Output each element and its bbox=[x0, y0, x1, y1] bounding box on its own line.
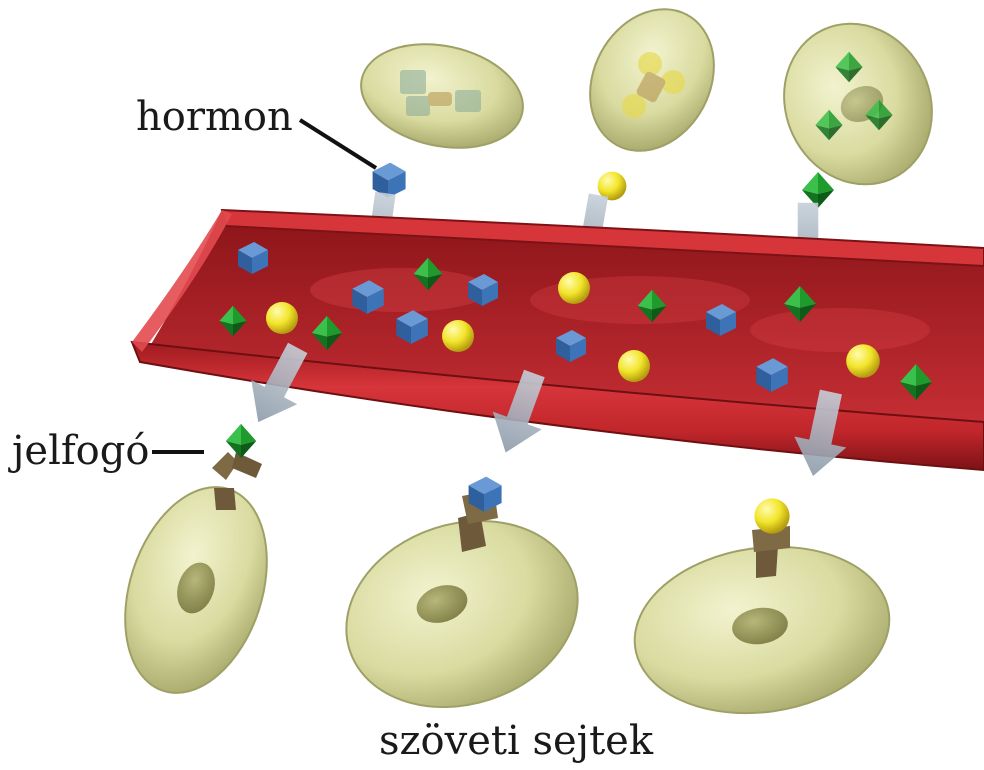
top-cell-1 bbox=[351, 30, 532, 162]
yellow-sphere-icon bbox=[266, 302, 298, 334]
top-cell-2 bbox=[566, 0, 738, 173]
yellow-sphere-icon bbox=[558, 272, 590, 304]
yellow-sphere-icon bbox=[618, 350, 650, 382]
hormone-label-group: hormon bbox=[136, 94, 376, 168]
tissue-cells-label: szöveti sejtek bbox=[379, 718, 654, 764]
released-green-octahedron-icon bbox=[802, 172, 834, 208]
hormone-pointer-line bbox=[300, 120, 376, 168]
receptor-label: jelfogó bbox=[8, 428, 149, 474]
bound-green-octahedron-icon bbox=[226, 424, 256, 458]
bottom-cell-2 bbox=[322, 477, 602, 736]
yellow-sphere-icon bbox=[442, 320, 474, 352]
top-cell-3 bbox=[758, 0, 958, 209]
hormone-label: hormon bbox=[136, 94, 293, 140]
yellow-sphere-icon bbox=[846, 344, 880, 378]
bound-yellow-sphere-icon bbox=[754, 498, 789, 533]
bottom-cell-3 bbox=[624, 498, 900, 729]
receptor-label-group: jelfogó bbox=[8, 428, 204, 474]
